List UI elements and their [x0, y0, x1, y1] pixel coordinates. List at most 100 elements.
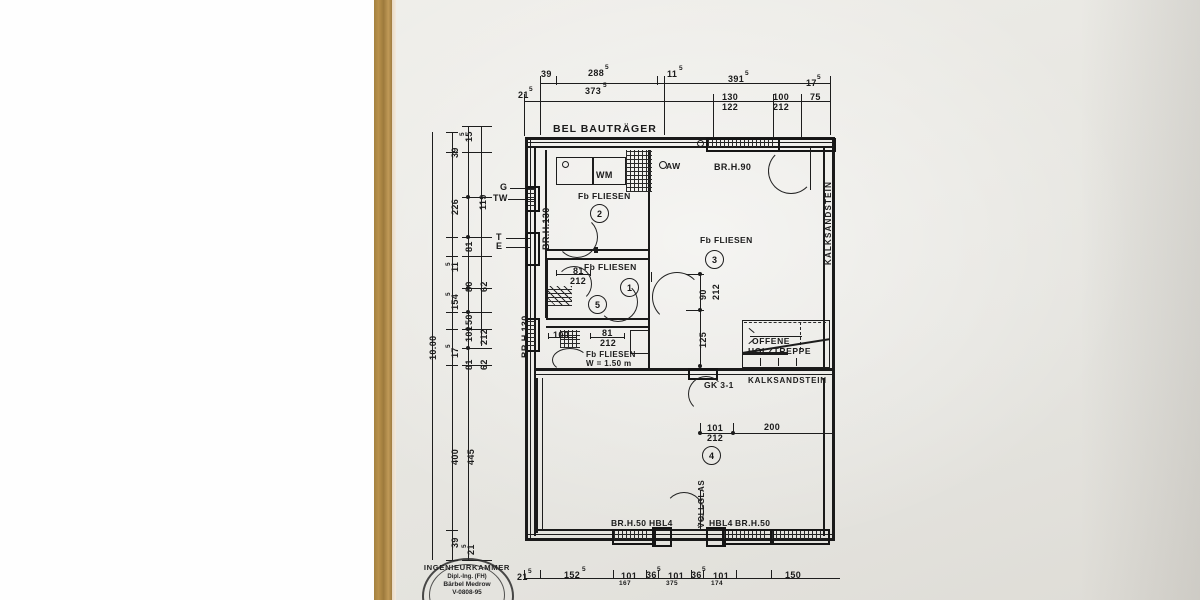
dim-tick-h	[462, 256, 492, 258]
exterior-wall-bottom-mid	[528, 534, 832, 536]
dim-top2-373: 373	[585, 86, 602, 96]
leader-label-tw: TW	[493, 193, 508, 203]
dim-left-400: 400	[450, 448, 460, 465]
bottom-dim-36a: 36	[646, 570, 657, 580]
interior-dim-212: 212	[570, 276, 587, 286]
window-left-lower	[526, 318, 540, 352]
left-dim-line-a	[452, 132, 454, 560]
staircase-step	[742, 352, 744, 366]
dim-left-62a: 62	[479, 281, 489, 292]
staircase-arrow-line	[750, 336, 802, 338]
room2-floor-finish: Fb FLIESEN	[578, 191, 631, 201]
dim-tick	[548, 333, 550, 339]
glass-door-swing	[664, 492, 704, 532]
bottom-dim-101b: 101	[668, 571, 685, 581]
paper-edge-highlight	[392, 0, 397, 600]
dim-tick	[830, 76, 832, 85]
bottom-dim-36b-sup: 5	[702, 566, 707, 573]
bottom-dim-152-sup: 5	[582, 566, 587, 573]
dim-left-212: 212	[479, 328, 489, 345]
dim-top2-21: 21	[518, 90, 529, 100]
room3-floor-finish: Fb FLIESEN	[700, 235, 753, 245]
dim-tick	[771, 570, 773, 579]
door-swing-room4	[688, 376, 724, 412]
window-bottom-left-glass	[614, 531, 650, 539]
dim-left-154-sup: 5	[445, 291, 452, 296]
stamp-ring-text: INGENIEURKAMMER	[423, 562, 511, 573]
dim-left-62b: 62	[479, 359, 489, 370]
left-dim-line-total	[432, 132, 434, 560]
dim-left-21-sup: 5	[461, 543, 468, 548]
leader-label-t: T	[496, 232, 502, 242]
door-swing-room5-upper	[556, 266, 592, 302]
dim-tick-h	[446, 132, 458, 134]
room1-floor-finish: Fb FLIESEN	[584, 262, 637, 272]
dim-leader	[713, 101, 715, 139]
vollglas-label: VOLLGLAS	[697, 479, 706, 528]
leader-line-g	[510, 188, 536, 190]
dim-tick	[703, 570, 705, 579]
door-swing-room2	[556, 216, 598, 258]
room2-wall-left	[545, 150, 547, 318]
dim-top2-122: 122	[722, 102, 739, 112]
bath-fixture-box	[630, 330, 650, 354]
bottom-dim-36b: 36	[691, 570, 702, 580]
dim-tick-h	[686, 274, 704, 276]
dim-tick	[540, 76, 542, 85]
dim-tick	[590, 333, 592, 339]
dim-tick	[613, 570, 615, 579]
dim-top-391-sup: 5	[745, 70, 750, 77]
room-number-4: 4	[702, 446, 721, 465]
dim-top-391: 391	[728, 74, 745, 84]
dim-left-81a: 81	[464, 241, 474, 252]
door-leaf-top-right	[810, 148, 812, 190]
dim-tick-h	[462, 348, 492, 350]
header-note-bel-bautraeger: BEL BAUTRÄGER	[553, 123, 657, 135]
left-dim-line-b	[468, 126, 470, 560]
exterior-wall-top-mid	[528, 142, 832, 144]
exterior-wall-right-upper-inner	[823, 146, 825, 371]
bottom-dim-174: 174	[711, 580, 724, 587]
staircase-dash-top	[744, 322, 826, 323]
leader-line-e	[506, 247, 530, 249]
room1-wall-top	[546, 258, 650, 260]
dim-tick-h	[446, 329, 458, 331]
exterior-wall-left-inner	[534, 146, 536, 536]
dim-tick	[624, 333, 626, 339]
dim-tick	[556, 76, 558, 85]
stair-hatch-small-h	[548, 286, 572, 306]
room4-dim-101: 101	[707, 423, 724, 433]
door-top-right	[778, 138, 836, 152]
aw-label: AW	[666, 161, 681, 171]
hbl-right-label: HBL4	[709, 518, 733, 528]
dim-point	[466, 195, 470, 199]
dim-tick	[556, 270, 558, 276]
hbl-left-label: HBL4	[649, 518, 673, 528]
staircase-label-line1: OFFENE	[752, 336, 791, 346]
dim-tick	[700, 423, 702, 433]
sink-drain-icon	[562, 161, 569, 168]
dim-left-total-1000: 10.00	[428, 335, 438, 360]
dim-tick	[657, 76, 659, 85]
dim-top2-130: 130	[722, 92, 739, 102]
dim-tick-h	[462, 288, 492, 290]
room4-wall-left	[536, 378, 538, 533]
dim-point	[466, 346, 470, 350]
dim-leader	[830, 83, 832, 135]
dim-tick-h	[686, 310, 704, 312]
interior-wall-kalksandstein-2	[536, 374, 834, 376]
material-label-bottom: KALKSANDSTEIN	[748, 376, 827, 385]
dim-left-445: 445	[466, 448, 476, 465]
dim-point	[466, 310, 470, 314]
dim-top-17-sup: 5	[817, 74, 822, 81]
dim-leader	[773, 101, 775, 139]
dim-tick	[713, 94, 715, 103]
dim-leader	[524, 101, 526, 136]
dim-tick	[801, 94, 803, 103]
exterior-wall-top-inner	[525, 146, 835, 148]
window-bottom-right-glass	[724, 531, 768, 539]
bottom-dim-101a: 101	[621, 571, 638, 581]
leader-label-g: G	[500, 182, 508, 192]
stamp-line-2: Bärbel Medrow	[443, 581, 491, 588]
interior-wall-kalksandstein	[536, 368, 834, 371]
